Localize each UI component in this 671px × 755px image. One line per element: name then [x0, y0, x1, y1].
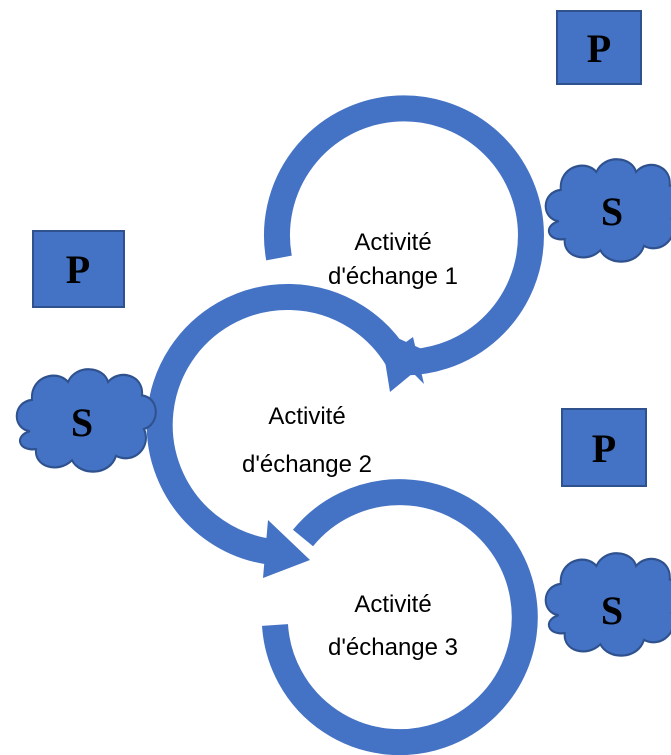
p-box-top-right-letter: P — [587, 26, 611, 71]
p-box-left-letter: P — [66, 247, 90, 292]
p-box-right: P — [561, 408, 647, 487]
s-cloud-bottom-right-letter: S — [601, 588, 623, 633]
activity-3-line1: Activité — [354, 591, 431, 618]
activity-2-line2: d'échange 2 — [242, 451, 372, 478]
cycle-arrow-2 — [146, 284, 410, 578]
cycle-arrow-3 — [262, 479, 538, 755]
p-box-top-right: P — [556, 10, 642, 85]
activity-2-line1: Activité — [268, 403, 345, 430]
activity-3-line2: d'échange 3 — [328, 634, 458, 661]
activity-1-line1: Activité — [354, 229, 431, 256]
s-cloud-top-right-letter: S — [601, 189, 623, 234]
s-cloud-left-letter: S — [71, 400, 93, 445]
activity-1-line2: d'échange 1 — [328, 263, 458, 290]
p-box-left: P — [32, 230, 125, 308]
p-box-right-letter: P — [592, 426, 616, 471]
cycle-arrow-2-arc — [146, 284, 410, 565]
cycle-arrow-1-arc — [264, 95, 544, 376]
cycle-arrow-3-arc — [262, 479, 538, 755]
cycle-arrow-2-head — [263, 520, 310, 578]
